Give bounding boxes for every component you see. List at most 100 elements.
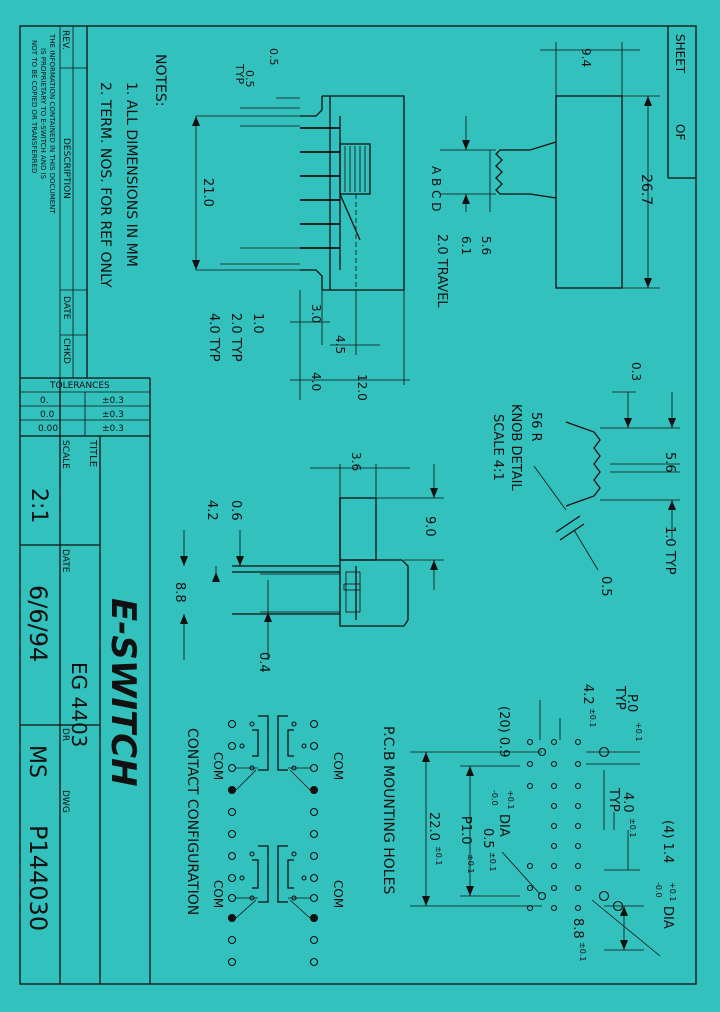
title-block [20,26,151,984]
dwg-label: DWG [60,790,70,813]
tol-precision-1: 0.0 [40,410,55,420]
side-dim-21: 21.0 [200,178,215,207]
top-dim-26.7: 26.7 [638,174,654,205]
sheet-label: SHEET [673,34,687,74]
pcb-dim-20-holes-tol-minus: -0.0 [490,790,499,806]
eswitch-logo: E-SWITCH [103,598,143,787]
top-dim-2.0-travel: 2.0 TRAVEL [434,234,449,308]
disclaimer-line-3: NOT TO BE COPIED OR TRANSFERRED [30,40,38,173]
pcb-dim-4-holes: (4) 1.4 [660,820,675,863]
pcb-dim-0.5-tol: ±0.1 [488,852,497,871]
end-dim-0.4: 0.4 [256,652,271,673]
top-dim-9.4: 9.4 [579,48,593,67]
disclaimer-line-1: THE INFORMATION CONTAINED IN THIS DOCUME… [48,33,56,214]
pcb-dim-dia: DIA [496,814,511,837]
contact-title: CONTACT CONFIGURATION [184,728,200,915]
date-col-label: DATE [61,296,71,320]
date-label: DATE [60,549,70,573]
pcb-dim-4.0: 4.0 [620,792,635,813]
top-positions: A B C D [429,166,443,212]
side-dim-12.0: 12.0 [355,374,369,401]
side-dim-typ: TYP [233,63,246,84]
side-dim-3.0: 3.0 [309,304,323,323]
knob-dim-5.6: 5.6 [662,452,677,473]
tolerances-label: TOLERANCES [49,381,110,391]
pcb-dim-p0-tol: +0.1 [634,722,643,741]
side-dim-0.5: 0.5 [267,48,280,66]
pcb-dim-4.2: 4.2 [580,684,595,705]
knob-detail-scale: SCALE 4:1 [490,414,505,481]
notes-header: NOTES: [152,54,168,107]
pcb-dim-4-holes-tol: +0.1 [668,882,677,901]
of-label: OF [673,124,687,140]
knob-detail [533,391,680,571]
title-value: EG 4403 [67,662,91,747]
pcb-dim-8.8-tol: ±0.1 [578,942,587,961]
end-dim-0.6: 0.6 [228,500,243,521]
date-value: 6/6/94 [24,585,52,662]
side-dim-4.0-typ: 4.0 TYP [206,313,221,362]
rev-label: REV. [60,30,70,50]
sheet-border [19,25,697,985]
side-dim-1.0: 1.0 [250,313,265,334]
description-label: DESCRIPTION [61,138,71,199]
pcb-holes [410,700,661,957]
dr-value: MS [24,745,49,778]
tol-precision-0: 0. [40,396,49,406]
note-1: 1. ALL DIMENSIONS IN MM [123,82,139,267]
pcb-dim-8.8: 8.8 [570,918,585,939]
tol-value-0: ±0.3 [102,396,124,406]
com-label-upper-right: COM [331,752,345,780]
tol-precision-2: 0.00 [38,424,58,434]
note-2: 2. TERM. NOS. FOR REF ONLY [97,82,113,288]
side-dim-4.5: 4.5 [333,335,347,354]
pcb-title: P.C.B MOUNTING HOLES [380,726,396,894]
knob-ribs [344,146,366,192]
com-label-upper-left: COM [211,752,225,780]
side-dim-2.0-typ: 2.0 TYP [228,313,243,362]
pcb-dim-4.2-tol: ±0.1 [588,708,597,727]
pcb-dim-22.0-tol: ±0.1 [434,846,443,865]
knob-dim-1.0-typ: 1.0 TYP [662,526,677,575]
contact-configuration [227,715,319,967]
dwg-value: P144030 [24,825,52,931]
scale-label: SCALE [60,440,70,469]
title-label: TITLE [87,439,98,467]
knob-dim-0.3: 0.3 [629,362,643,381]
end-dim-3.6: 3.6 [349,452,363,471]
knob-radius: 56 R [528,412,543,442]
pcb-dim-0.5: 0.5 [480,828,495,849]
side-view [192,95,410,400]
knob-detail-title: KNOB DETAIL [508,404,523,491]
tol-value-1: ±0.3 [102,410,124,420]
knob-dim-0.5: 0.5 [598,576,613,597]
end-dim-8.8: 8.8 [172,582,187,603]
top-dim-5.6: 5.6 [479,236,493,255]
sheet-box [667,26,696,179]
com-label-lower-left: COM [211,880,225,908]
pcb-dim-4-holes-dia: DIA [660,906,675,929]
top-dim-6.1: 6.1 [459,236,473,255]
pcb-dim-p1.0: P1.0 [458,816,473,845]
pcb-dim-p1.0-tol: ±0.1 [466,854,475,873]
com-label-lower-right: COM [331,880,345,908]
side-dim-4.0: 4.0 [309,372,323,391]
end-dim-9.0: 9.0 [422,516,437,537]
side-dim-0.5-typ: 0.5 [243,70,256,88]
pcb-dim-20-holes-tol: +0.1 [506,790,515,809]
end-view [180,464,444,660]
scale-value: 2:1 [26,488,51,523]
disclaimer-line-2: IS PROPRIETARY TO E-SWITCH AND IS [39,48,47,180]
pcb-dim-20-holes: (20) 0.9 [496,706,511,758]
pcb-dim-typ: TYP [612,685,627,710]
tol-value-2: ±0.3 [102,424,124,434]
pcb-dim-22.0: 22.0 [426,812,441,841]
pcb-dim-4.0-tol: ±0.1 [628,818,637,837]
chkd-label: CHKD [61,338,71,364]
pcb-dim-4-holes-tol-minus: -0.0 [654,882,663,898]
pcb-dim-p0: P.0 [624,694,639,712]
end-dim-4.2: 4.2 [204,500,219,521]
pcb-dim-4.0-typ: TYP [606,787,621,812]
top-view [440,42,660,289]
